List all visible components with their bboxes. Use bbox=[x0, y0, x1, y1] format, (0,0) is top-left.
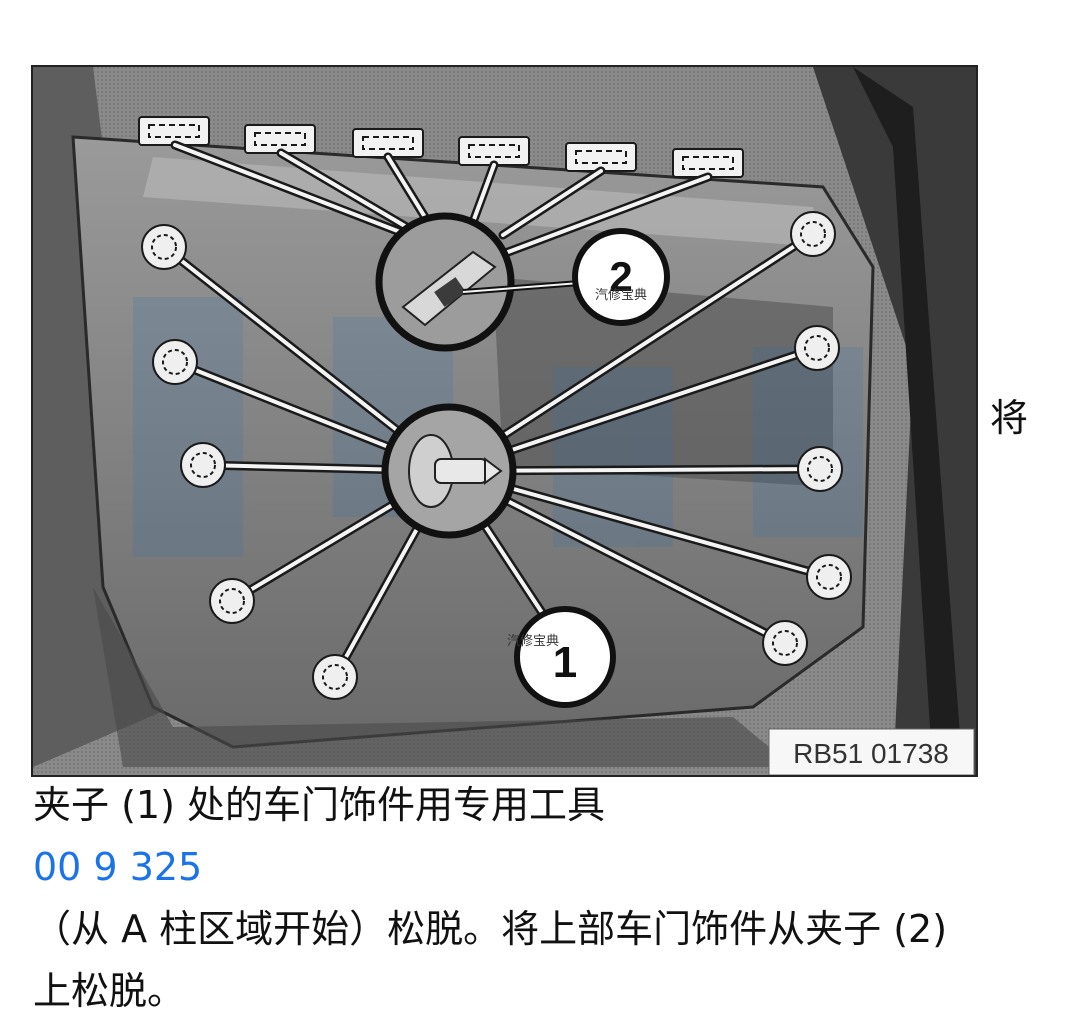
round-clips bbox=[141, 211, 852, 700]
text-fragment-jiang: 将 bbox=[990, 396, 1029, 440]
clip-1-magnifier bbox=[381, 403, 517, 539]
tool-number-link[interactable]: 00 9 325 bbox=[33, 845, 203, 889]
armrest-area bbox=[493, 277, 833, 487]
callout-1: 1 汽修宝典 bbox=[507, 606, 616, 708]
instruction-line-3: （从 A 柱区域开始）松脱。将上部车门饰件从夹子 (2) bbox=[33, 907, 948, 951]
instruction-line-4: 上松脱。 bbox=[33, 969, 186, 1013]
svg-text:汽修宝典: 汽修宝典 bbox=[595, 288, 647, 303]
svg-text:1: 1 bbox=[553, 638, 577, 687]
svg-text:2: 2 bbox=[609, 253, 632, 300]
door-trim-figure: 2 汽修宝典 1 汽修宝典 RB51 01738 bbox=[31, 65, 978, 777]
instruction-line-1: 夹子 (1) 处的车门饰件用专用工具 bbox=[33, 783, 605, 827]
svg-text:RB51 01738: RB51 01738 bbox=[793, 738, 949, 769]
svg-text:汽修宝典: 汽修宝典 bbox=[507, 634, 559, 649]
callout-2: 2 汽修宝典 bbox=[572, 228, 670, 326]
clip-row-top bbox=[138, 116, 744, 178]
reference-label: RB51 01738 bbox=[768, 728, 975, 775]
clip-2-magnifier bbox=[375, 212, 594, 352]
watermark-blocks bbox=[133, 297, 863, 557]
